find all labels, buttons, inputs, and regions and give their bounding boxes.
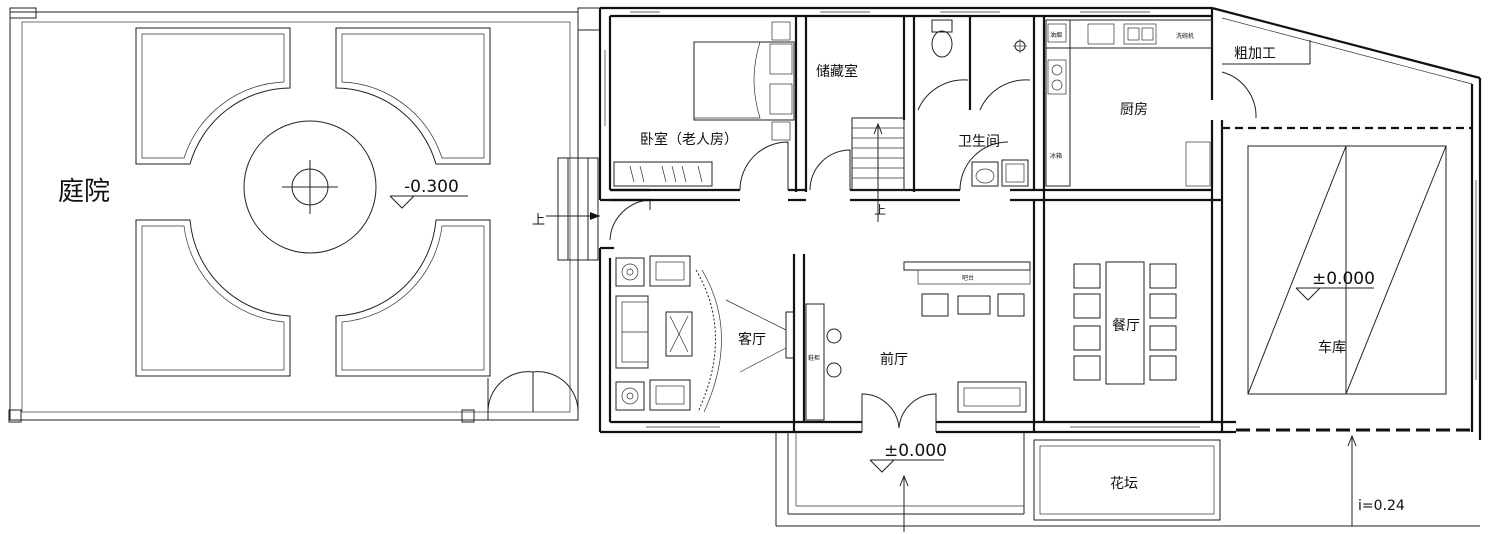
toilet-icon xyxy=(931,19,953,58)
courtyard-gate[interactable] xyxy=(487,371,579,413)
kitchen-fixtures: 油烟 洗碗机 冰箱 厨房 粗加工 xyxy=(1045,19,1311,187)
svg-text:鞋柜: 鞋柜 xyxy=(808,354,820,362)
shoe-cabinet: 鞋柜 xyxy=(805,303,825,421)
dining-furniture: 餐厅 xyxy=(1073,261,1177,385)
sofa xyxy=(615,295,649,369)
entry-up-label: 上 xyxy=(532,213,545,228)
living-room-label: 客厅 xyxy=(738,331,766,348)
armchair-bottom xyxy=(649,379,691,411)
sink-icon xyxy=(1123,23,1157,45)
storage-door[interactable] xyxy=(809,149,851,191)
washbasin-icon xyxy=(971,159,1029,187)
dining-chairs xyxy=(1073,263,1177,381)
bar-counter: 吧台 xyxy=(903,261,1031,285)
curved-carpet xyxy=(695,269,722,413)
kitchen-label: 厨房 xyxy=(1120,102,1148,118)
flower-bed: 花坛 xyxy=(1033,439,1221,521)
tv-wall xyxy=(725,299,795,373)
entry-steps: 上 xyxy=(532,157,600,261)
house-walls xyxy=(577,6,1482,440)
entrance-arrow xyxy=(899,474,909,532)
garage-label: 车库 xyxy=(1318,339,1346,356)
bathroom-label: 卫生间 xyxy=(958,134,1000,150)
svg-text:冰箱: 冰箱 xyxy=(1050,152,1062,160)
side-entry-door[interactable] xyxy=(609,199,653,241)
floor-drain-icon xyxy=(1013,39,1027,53)
bed xyxy=(693,21,795,141)
garage-elevation-mark: ±0.000 xyxy=(1295,269,1375,301)
courtyard-elevation-mark: -0.300 xyxy=(389,177,468,209)
dining-room-label: 餐厅 xyxy=(1112,318,1140,334)
interior-walls xyxy=(604,16,1257,432)
courtyard-label: 庭院 xyxy=(58,177,110,207)
stair-up-label: 上 xyxy=(874,203,886,217)
flower-bed-label: 花坛 xyxy=(1110,476,1138,492)
front-entrance-door[interactable] xyxy=(861,393,937,432)
bedroom-label: 卧室（老人房） xyxy=(640,131,738,148)
bench-sofa xyxy=(957,381,1027,413)
svg-text:洗碗机: 洗碗机 xyxy=(1176,32,1194,40)
rough-processing-label: 粗加工 xyxy=(1234,46,1276,62)
foyer-furniture: 鞋柜 吧台 前厅 xyxy=(805,261,1031,421)
garage-area: ±0.000 车库 i=0.24 xyxy=(1222,126,1472,526)
storage-label: 储藏室 xyxy=(816,63,858,80)
svg-text:油烟: 油烟 xyxy=(1050,31,1062,39)
slope-label: i=0.24 xyxy=(1358,498,1405,514)
courtyard-elevation: -0.300 xyxy=(404,177,459,197)
rough-processing-door[interactable] xyxy=(1221,71,1257,119)
armchair-top xyxy=(649,255,691,287)
foyer-label: 前厅 xyxy=(880,351,908,368)
entrance-elevation: ±0.000 xyxy=(884,441,947,461)
bedroom-furniture: 卧室（老人房） xyxy=(613,21,795,187)
entrance-elevation-mark: ±0.000 xyxy=(869,441,947,473)
driveway-slope-arrow xyxy=(1347,434,1357,526)
bathroom-door[interactable] xyxy=(917,79,1031,191)
courtyard-area: 庭院 -0.300 xyxy=(8,7,579,423)
bathroom-fixtures: 卫生间 xyxy=(931,19,1029,187)
wardrobe xyxy=(613,161,713,187)
garage-elevation: ±0.000 xyxy=(1312,269,1375,289)
staircase: 上 xyxy=(851,117,905,222)
living-room-furniture: 客厅 xyxy=(615,255,795,413)
svg-text:吧台: 吧台 xyxy=(962,274,974,282)
garden-pattern xyxy=(135,27,491,377)
side-table-lamp-icon xyxy=(615,257,645,411)
coffee-table xyxy=(665,311,693,357)
rough-processing-area: 粗加工 xyxy=(1222,40,1311,65)
stove-icon xyxy=(1047,59,1067,95)
front-terrace: 花坛 ±0.000 xyxy=(775,432,1480,532)
bedroom-door[interactable] xyxy=(739,141,789,191)
bar-stools xyxy=(921,293,1025,317)
garage-door[interactable] xyxy=(1247,145,1447,395)
